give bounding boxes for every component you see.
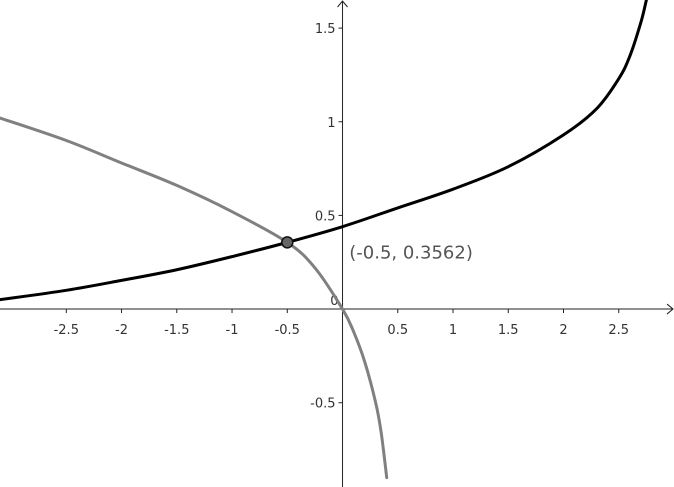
x-tick-label: 2.5 <box>608 323 629 338</box>
x-tick-label: -1.5 <box>164 323 189 338</box>
curve-1 <box>0 0 648 302</box>
curve-2 <box>0 116 389 480</box>
x-tick-label: -2.5 <box>54 323 79 338</box>
intersection-point-label: (-0.5, 0.3562) <box>349 242 473 263</box>
intersection-point[interactable] <box>281 236 294 249</box>
y-tick-label: -0.5 <box>310 397 335 412</box>
y-tick-label: 1.5 <box>315 22 336 37</box>
y-tick-label: 1 <box>327 116 335 131</box>
x-tick-label: 0.5 <box>387 323 408 338</box>
x-tick-label: -2 <box>115 323 128 338</box>
x-axis-arrow <box>666 303 674 315</box>
origin-label: 0 <box>330 294 338 309</box>
x-tick-label: 2 <box>559 323 567 338</box>
x-tick-label: -0.5 <box>275 323 300 338</box>
x-tick-label: -1 <box>226 323 239 338</box>
points: (-0.5, 0.3562) <box>281 236 473 263</box>
ticks: -2.5 -2 -1.5 -1 -0.5 0.5 1 1.5 2 2.5 -0.5 0.5 1 1.5 0 <box>54 22 629 412</box>
y-axis-arrow <box>337 0 348 8</box>
x-tick-label: 1 <box>449 323 457 338</box>
y-tick-label: 0.5 <box>315 209 336 224</box>
x-tick-label: 1.5 <box>498 323 519 338</box>
curves <box>0 0 648 480</box>
